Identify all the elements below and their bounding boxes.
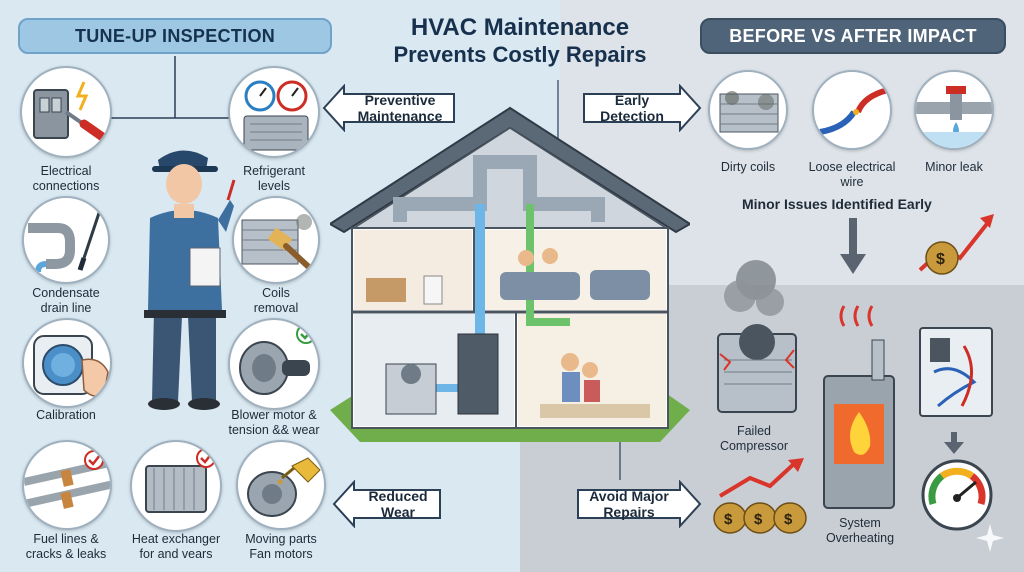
major-failure-label-1: System Overheating — [808, 516, 912, 546]
title-line-2: Prevents Costly Repairs — [393, 42, 647, 67]
preventive-label: Preventive Maintenance — [346, 92, 454, 124]
dirty-coils-icon — [708, 70, 788, 150]
early-detection-line1: Early — [614, 92, 650, 108]
avoid-major-repairs-line2: Repairs — [603, 504, 655, 520]
inspection-label-5-line2: tension && wear — [228, 423, 320, 437]
inspection-label-6: Fuel lines & cracks & leaks — [8, 532, 124, 562]
inspection-label-6-line2: cracks & leaks — [25, 547, 107, 561]
pressure-gauge-icon — [921, 459, 993, 531]
major-failure-label-0: Failed Compressor — [704, 424, 804, 454]
page-title: HVAC Maintenance Prevents Costly Repairs — [360, 14, 680, 68]
oil-can-icon — [236, 440, 326, 530]
inspection-label-3: Coils removal — [220, 286, 332, 316]
inspection-label-6-line1: Fuel lines & — [33, 532, 99, 546]
inspection-label-0-line1: Electrical — [40, 164, 92, 178]
inspection-label-2-line2: drain line — [40, 301, 92, 315]
screwdriver-icon — [20, 66, 112, 158]
inspection-label-7: Heat exchanger for and vears — [116, 532, 236, 562]
failed-compressor-icon — [717, 260, 797, 413]
inspection-label-4: Calibration — [10, 408, 122, 423]
inspection-label-7-line1: Heat exchanger — [131, 532, 221, 546]
inspection-label-5-line1: Blower motor & — [231, 408, 317, 422]
minor-issue-label-1-line1: Loose electrical — [808, 160, 896, 174]
inspection-label-1-line1: Refrigerant — [243, 164, 305, 178]
inspection-label-8: Moving parts Fan motors — [222, 532, 340, 562]
gauge-icon — [228, 66, 320, 158]
loose-wire-icon — [812, 70, 892, 150]
down-arrow-small-icon — [944, 432, 964, 454]
preventive-label-line2: Maintenance — [357, 108, 443, 124]
major-failure-label-1-line1: System — [839, 516, 881, 530]
early-detection-line2: Detection — [600, 108, 664, 124]
major-failure-label-0-line2: Compressor — [719, 439, 789, 453]
inspection-label-3-line2: removal — [253, 301, 299, 315]
minor-issue-label-0: Dirty coils — [694, 160, 802, 175]
preventive-maintenance-arrow: Preventive Maintenance — [322, 84, 456, 132]
down-arrow-icon — [840, 218, 866, 274]
inspection-label-8-line2: Fan motors — [249, 547, 313, 561]
motor-icon — [228, 318, 320, 410]
thermostat-icon — [22, 318, 112, 408]
title-line-1: HVAC Maintenance — [410, 14, 630, 41]
inspection-label-1: Refrigerant levels — [216, 164, 332, 194]
inspection-label-8-line1: Moving parts — [245, 532, 317, 546]
svg-text:$: $ — [784, 511, 793, 528]
minor-issue-label-1-line2: wire — [840, 175, 864, 189]
inspection-label-4-line1: Calibration — [36, 408, 96, 422]
preventive-label-line1: Preventive — [364, 92, 436, 108]
svg-text:$: $ — [754, 511, 763, 528]
inspection-label-0: Electrical connections — [10, 164, 122, 194]
minor-issue-label-2-line1: Minor leak — [925, 160, 983, 174]
major-failure-label-1-line2: Overheating — [825, 531, 895, 545]
inspection-label-7-line2: for and vears — [139, 547, 213, 561]
svg-text:$: $ — [936, 251, 945, 268]
inspection-label-2-line1: Condensate — [32, 286, 100, 300]
pipe-icon — [22, 196, 110, 284]
inspection-label-2: Condensate drain line — [10, 286, 122, 316]
inspection-label-5: Blower motor & tension && wear — [212, 408, 336, 438]
early-detection-label: Early Detection — [586, 92, 678, 124]
overheating-furnace-icon — [823, 305, 895, 509]
reduced-wear-line1: Reduced — [368, 488, 428, 504]
technician-figure — [144, 150, 236, 410]
fuel-line-icon — [22, 440, 112, 530]
brush-icon — [232, 196, 320, 284]
inspection-label-3-line1: Coils — [262, 286, 290, 300]
minor-issue-label-0-line1: Dirty coils — [720, 160, 776, 174]
early-detection-arrow: Early Detection — [582, 84, 702, 132]
before-after-banner: BEFORE VS AFTER IMPACT — [700, 18, 1006, 54]
money-bags-icon: $ $ $ — [713, 458, 807, 534]
avoid-major-repairs-line1: Avoid Major — [589, 488, 669, 504]
sparkle-icon — [976, 524, 1004, 552]
inspection-label-1-line2: levels — [258, 179, 290, 193]
svg-text:$: $ — [724, 511, 733, 528]
minor-issues-caption: Minor Issues Identified Early — [742, 196, 932, 212]
avoid-major-repairs-arrow: Avoid Major Repairs — [576, 480, 702, 528]
reduced-wear-arrow: Reduced Wear — [332, 480, 442, 528]
house-cutaway — [330, 106, 690, 442]
major-failure-label-0-line1: Failed — [736, 424, 772, 438]
reduced-wear-line2: Wear — [381, 504, 415, 520]
inspection-label-0-line2: connections — [32, 179, 100, 193]
money-bag-rising-icon: $ — [918, 214, 994, 275]
minor-issue-label-2: Minor leak — [900, 160, 1008, 175]
tune-up-inspection-banner: TUNE-UP INSPECTION — [18, 18, 332, 54]
minor-leak-icon — [914, 70, 994, 150]
minor-issue-label-1: Loose electrical wire — [794, 160, 910, 190]
heat-exchanger-icon — [130, 440, 222, 532]
reduced-wear-label: Reduced Wear — [356, 488, 440, 520]
avoid-major-repairs-label: Avoid Major Repairs — [580, 488, 678, 520]
electrical-panel-icon — [919, 327, 993, 417]
